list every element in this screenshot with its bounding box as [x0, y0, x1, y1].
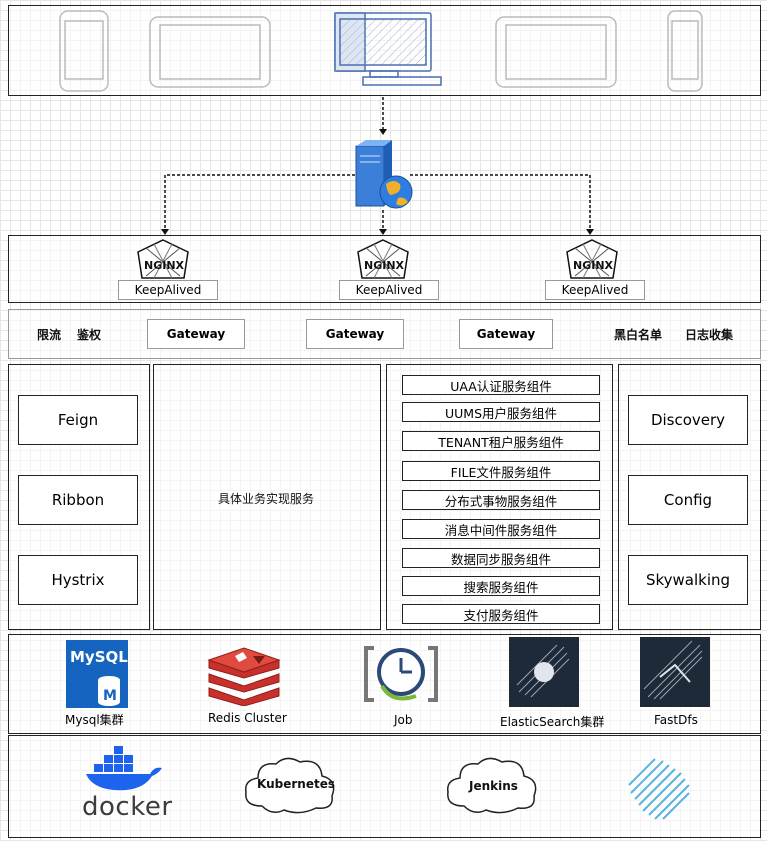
- keepalived-box: KeepAlived: [339, 280, 439, 300]
- config-box: Config: [628, 475, 748, 525]
- server-globe-icon: [355, 140, 413, 209]
- phone-icon: [667, 10, 703, 92]
- svg-text:M: M: [103, 688, 117, 704]
- fastdfs-icon: [640, 637, 710, 707]
- ribbon-box: Ribbon: [18, 475, 138, 525]
- blacklist-label: 黑白名单: [614, 328, 663, 342]
- jenkins-cloud-icon: [447, 757, 537, 814]
- discovery-box: Discovery: [628, 395, 748, 445]
- skywalking-box: Skywalking: [628, 555, 748, 605]
- redis-icon: [207, 647, 281, 706]
- log-collection-label: 日志收集: [685, 328, 734, 342]
- service-item: UUMS用户服务组件: [402, 402, 600, 422]
- service-item: TENANT租户服务组件: [402, 431, 600, 451]
- keepalived-box: KeepAlived: [118, 280, 218, 300]
- gateway-box: Gateway: [306, 319, 404, 349]
- client-devices: [59, 10, 703, 92]
- jenkins-label: Jenkins: [469, 779, 518, 793]
- mysql-icon: MySQL M: [66, 640, 128, 708]
- business-label: 具体业务实现服务: [218, 492, 315, 506]
- nginx-logo-text: NGINX: [573, 259, 614, 272]
- keepalived-box: KeepAlived: [545, 280, 645, 300]
- phone-icon: [59, 10, 109, 92]
- service-item: 支付服务组件: [402, 604, 600, 624]
- nginx-logo-text: NGINX: [144, 259, 185, 272]
- kubernetes-cloud-icon: [245, 757, 335, 814]
- nginx-logo-text: NGINX: [364, 259, 405, 272]
- gateway-box: Gateway: [147, 319, 245, 349]
- docker-whale-icon: [86, 746, 162, 791]
- rate-limit-label: 限流: [37, 328, 62, 342]
- tablet-icon: [149, 16, 271, 88]
- hystrix-box: Hystrix: [18, 555, 138, 605]
- nginx-logo-icon: [566, 239, 618, 279]
- job-clock-icon: [364, 646, 438, 702]
- service-item: 数据同步服务组件: [402, 548, 600, 568]
- kubernetes-label: Kubernetes: [257, 777, 335, 791]
- redis-label: Redis Cluster: [208, 711, 287, 725]
- service-item: 分布式事物服务组件: [402, 490, 600, 510]
- elasticsearch-label: ElasticSearch集群: [500, 715, 605, 729]
- tool-logo-icon: [628, 758, 690, 820]
- gateway-box: Gateway: [459, 319, 553, 349]
- service-item: FILE文件服务组件: [402, 461, 600, 481]
- nginx-logo-icon: [357, 239, 409, 279]
- mysql-label: Mysql集群: [65, 713, 124, 727]
- elasticsearch-icon: [509, 637, 579, 707]
- docker-wordmark: docker: [82, 792, 173, 822]
- business-panel: [153, 364, 381, 630]
- auth-label: 鉴权: [77, 328, 102, 342]
- nginx-logo-icon: [137, 239, 189, 279]
- feign-box: Feign: [18, 395, 138, 445]
- tablet-icon: [495, 16, 617, 88]
- fastdfs-label: FastDfs: [654, 713, 698, 727]
- desktop-computer-icon: [334, 12, 442, 86]
- service-item: 消息中间件服务组件: [402, 519, 600, 539]
- job-label: Job: [394, 713, 413, 727]
- service-item: 搜索服务组件: [402, 576, 600, 596]
- service-item: UAA认证服务组件: [402, 375, 600, 395]
- mysql-logo-text: MySQL: [70, 648, 128, 666]
